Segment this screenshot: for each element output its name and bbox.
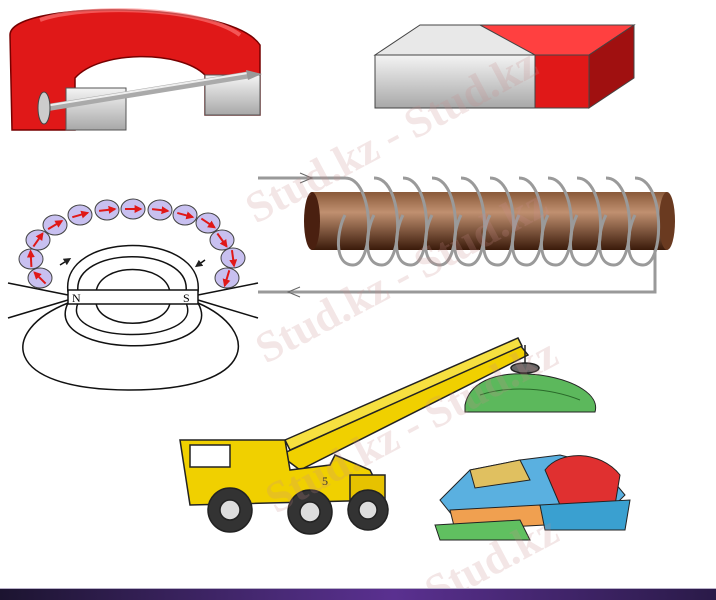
magnetic-field-diagram	[7, 244, 259, 391]
coil-turn	[423, 176, 457, 267]
coil-turn	[597, 176, 631, 267]
coil-turn	[568, 176, 602, 267]
compass-needle	[98, 205, 117, 214]
horseshoe-magnet	[9, 8, 262, 131]
crane: 5	[179, 337, 540, 535]
compass-needle	[72, 210, 90, 219]
compass-needle	[222, 270, 231, 288]
compass-needle	[47, 220, 64, 230]
coil-turn	[539, 176, 573, 267]
bar-magnet	[373, 24, 636, 109]
coil-turn	[336, 176, 370, 267]
bottom-bar	[0, 588, 716, 600]
compass-needle	[32, 232, 44, 248]
south-pole-label: S	[183, 291, 190, 305]
compass-needle	[33, 271, 47, 285]
coil-turn	[452, 176, 486, 267]
compass-needle	[200, 217, 216, 229]
compass-needle	[26, 249, 35, 268]
scrap-cars-hanging	[464, 373, 597, 413]
bar-magnet-ns: N S	[67, 289, 199, 305]
scrap-cars-pile	[434, 454, 631, 541]
crane-number: 5	[322, 474, 328, 488]
north-pole-label: N	[72, 291, 81, 305]
compass-needle	[216, 232, 228, 248]
compass-needle	[229, 249, 238, 268]
coil-turn	[365, 176, 399, 267]
coil-turn	[626, 176, 660, 267]
coil-turn	[481, 176, 515, 267]
compass-needles	[18, 198, 246, 289]
nail	[37, 70, 262, 125]
coil-turn	[394, 176, 428, 267]
compass-needle	[151, 206, 170, 215]
coil-turn	[510, 176, 544, 267]
solenoid	[258, 172, 675, 298]
compass-needle	[177, 211, 195, 220]
